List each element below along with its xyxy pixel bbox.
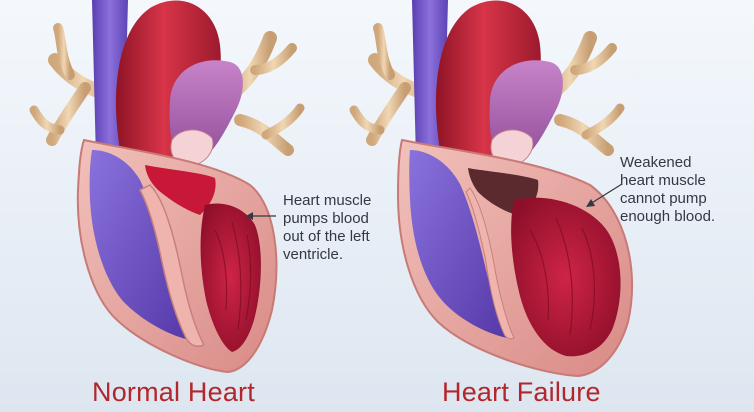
right-ventricle — [89, 150, 190, 340]
left-ventricle — [200, 203, 261, 352]
normal-heart-annotation: Heart muscle pumps blood out of the left… — [283, 192, 372, 263]
septum — [138, 184, 206, 347]
trabeculae-failure — [529, 217, 596, 336]
right-ventricle-failure — [409, 150, 508, 338]
heart-failure-caption: Heart Failure — [442, 377, 601, 407]
septum-failure — [465, 187, 515, 340]
failure-heart-illustration — [349, 0, 634, 378]
failure-annotation-arrow — [586, 183, 623, 207]
heart-failure-annotation: Weakened heart muscle cannot pump enough… — [620, 154, 716, 225]
normal-annotation-arrow — [246, 212, 276, 220]
left-atrium — [145, 165, 216, 215]
left-ventricle-failure — [511, 197, 621, 357]
normal-heart-caption: Normal Heart — [92, 377, 255, 407]
trabeculae — [214, 221, 252, 331]
normal-heart-illustration — [29, 0, 305, 374]
